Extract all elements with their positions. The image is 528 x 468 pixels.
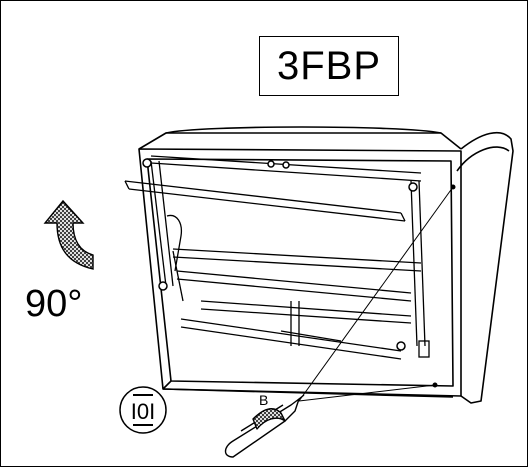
allen-key-tool-icon (224, 394, 305, 458)
side-bracket (418, 340, 430, 358)
wrench-hex-icon: I0I (119, 386, 167, 434)
model-label-box: 3FBP (259, 36, 399, 96)
pivot-points (142, 158, 418, 351)
rotation-arrow-icon (43, 199, 94, 270)
wrench-hex-glyph: I0I (131, 399, 155, 424)
rotation-label: 90° (25, 283, 83, 325)
model-label: 3FBP (276, 43, 382, 88)
leader-lines (298, 186, 454, 402)
callout-label: B (259, 392, 268, 408)
fold-out-mechanism (124, 155, 426, 360)
sofa-frame (138, 126, 514, 404)
